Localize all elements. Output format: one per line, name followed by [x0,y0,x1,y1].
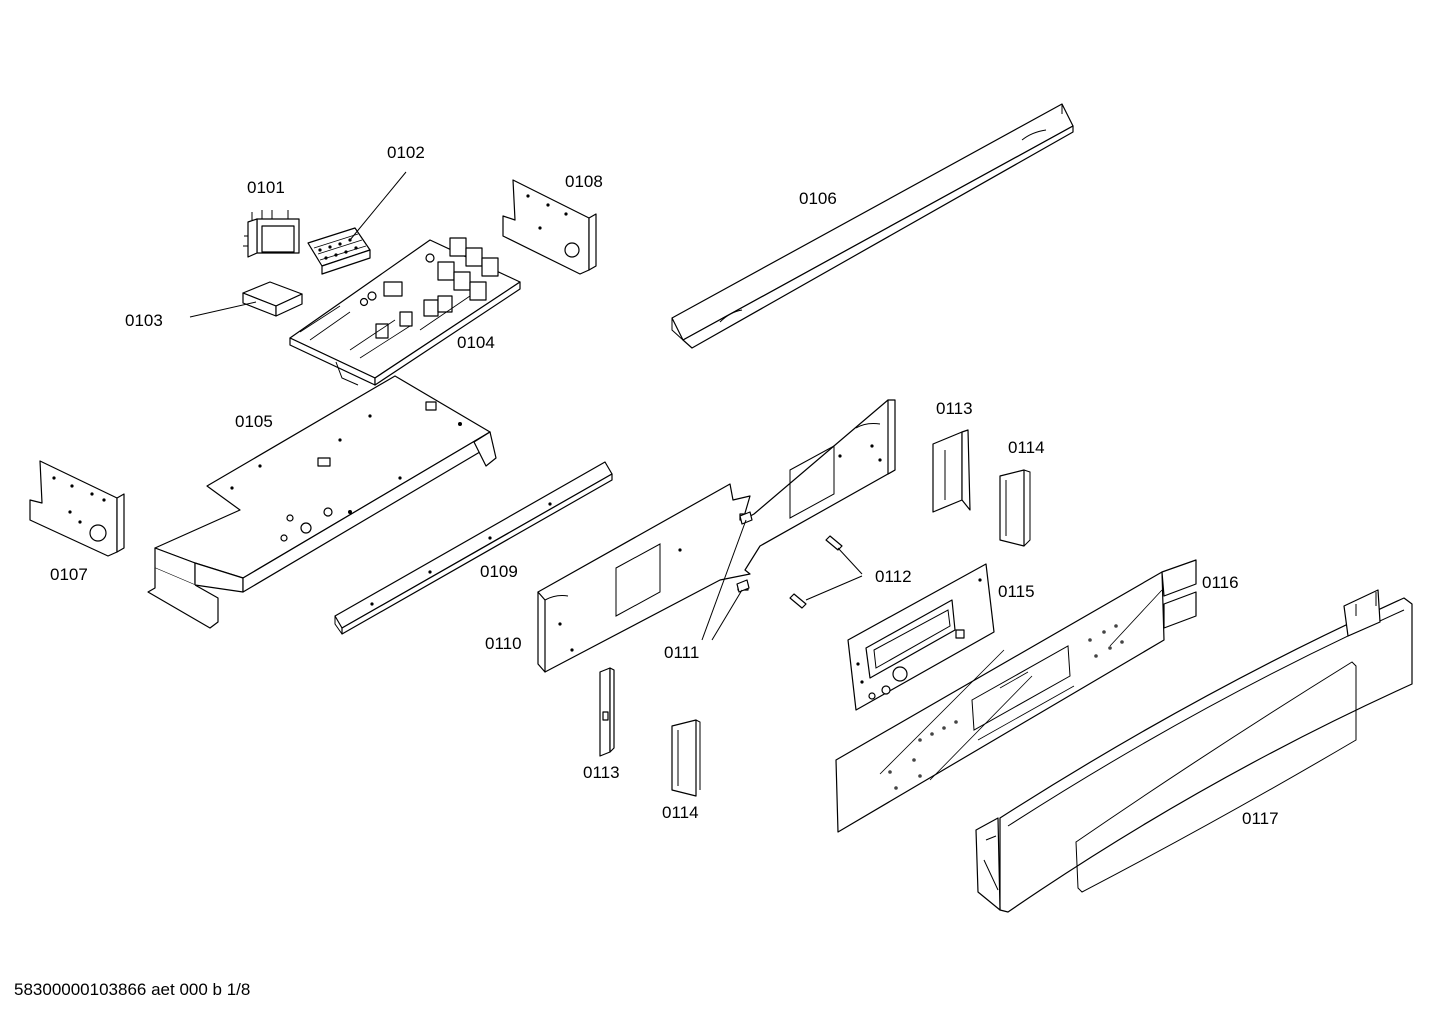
label-0110: 0110 [485,634,522,653]
label-0114-upper: 0114 [1008,438,1045,457]
part-0115-display-board [847,563,995,711]
part-0113-bracket-upper [932,429,971,513]
part-0111-clips [736,511,753,593]
part-labels: 0101 0102 0103 0104 0105 0106 0107 0108 … [50,143,1279,828]
leader-lines [189,171,863,641]
label-0113-upper: 0113 [936,399,973,418]
label-0108: 0108 [565,172,603,191]
label-0106: 0106 [799,189,837,208]
label-0104: 0104 [457,333,495,352]
part-0103-pad [242,281,303,317]
label-0113-lower: 0113 [583,763,620,782]
part-0104-power-board [289,237,521,386]
part-0114-bracket-lower [671,719,701,797]
part-0107-side-bracket [29,460,125,557]
part-0108-side-bracket [502,179,597,275]
label-0107: 0107 [50,565,88,584]
part-0102-terminal-block [307,227,371,275]
label-0111: 0111 [664,643,699,662]
part-0101-transformer [243,210,300,258]
part-0113-bracket-lower [599,667,615,757]
part-0110-front-frame [537,399,896,673]
part-0117-front-trim [975,589,1413,913]
label-0116: 0116 [1202,573,1239,592]
label-0115: 0115 [998,582,1035,601]
label-0109: 0109 [480,562,518,581]
part-0106-top-rail [671,103,1074,349]
part-0109-angle-strip [334,461,613,635]
part-0116-control-panel [835,559,1197,833]
label-0112: 0112 [875,567,912,586]
label-0117: 0117 [1242,809,1279,828]
part-0105-cover-sheet [147,375,497,629]
label-0102: 0102 [387,143,425,162]
document-footer-id: 58300000103866 aet 000 b 1/8 [14,980,251,999]
label-0103: 0103 [125,311,163,330]
label-0105: 0105 [235,412,273,431]
label-0114-lower: 0114 [662,803,699,822]
part-0114-bracket-upper [999,469,1031,547]
part-0112-pins [789,535,843,609]
label-0101: 0101 [247,178,285,197]
